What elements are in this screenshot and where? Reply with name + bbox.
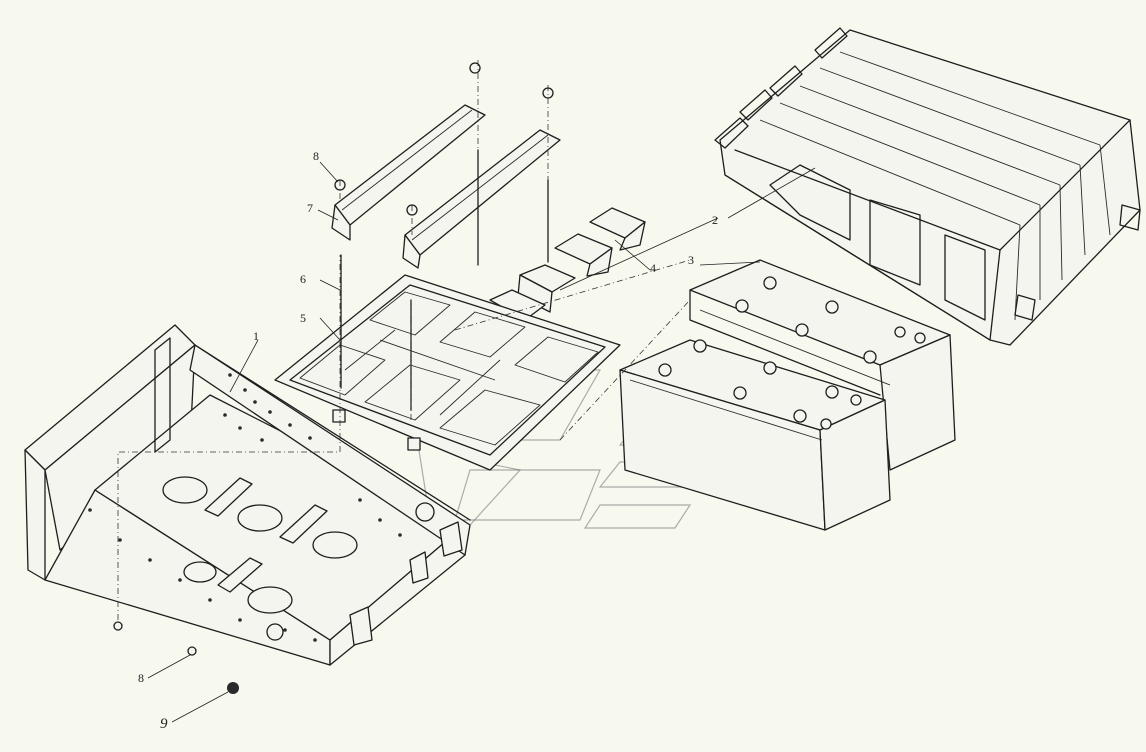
callout-5: 5 (300, 311, 306, 325)
callout-8-bottom: 8 (138, 671, 144, 685)
callout-4: 4 (650, 261, 656, 275)
callout-7: 7 (307, 201, 313, 215)
battery-upper (689, 259, 956, 471)
callout-2: 2 (712, 213, 718, 227)
hold-down-rail-right (402, 129, 561, 269)
callout-1: 1 (253, 329, 259, 343)
callout-3: 3 (688, 253, 694, 267)
clamp-plates (489, 207, 646, 321)
battery-lower (619, 339, 891, 531)
battery-tray (274, 274, 621, 471)
hold-down-rail-left (331, 104, 486, 241)
callout-8-top: 8 (313, 149, 319, 163)
assembly-centerlines (117, 60, 691, 620)
callout-6: 6 (300, 272, 306, 286)
nuts (113, 62, 554, 694)
battery-bracket (24, 324, 471, 666)
callout-9: 9 (160, 716, 168, 732)
bracket-holes (88, 373, 402, 642)
battery-cover (714, 27, 1141, 346)
callouts: 1 2 3 4 5 6 7 8 8 9 (138, 149, 718, 732)
leader-lines (147, 161, 816, 723)
